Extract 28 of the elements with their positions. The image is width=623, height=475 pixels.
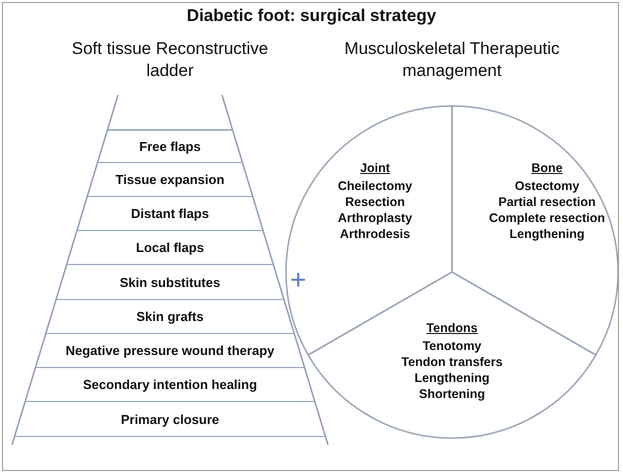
ladder-step-label: Local flaps [136, 240, 204, 255]
ladder-step-label: Secondary intention healing [82, 377, 258, 392]
treatment-item: Tendon transfers [400, 354, 504, 370]
column-heading: Soft tissue Reconstructive ladder [70, 38, 270, 82]
sector-heading: Tendons [426, 320, 478, 336]
treatment-item: Tenotomy [422, 338, 482, 354]
treatment-item: Lengthening [508, 226, 586, 242]
treatment-item: Ostectomy [514, 178, 580, 194]
treatment-item: Resection [344, 194, 406, 210]
ladder-step-label: Skin grafts [136, 309, 204, 324]
plus-sign: + [290, 266, 306, 294]
ladder-step-label: Negative pressure wound therapy [66, 343, 274, 358]
sector-heading: Bone [531, 160, 563, 176]
ladder-step-label: Skin substitutes [120, 274, 220, 290]
ladder-step-label: Primary closure [120, 412, 220, 426]
treatment-item: Complete resection [488, 210, 606, 226]
treatment-item: Arthrodesis [338, 226, 412, 242]
ladder-step-label: Distant flaps [130, 206, 209, 221]
sector-heading: Joint [360, 160, 390, 176]
column-heading: Musculoskeletal Therapeutic management [343, 38, 561, 82]
diagram-title: Diabetic foot: surgical strategy [186, 6, 438, 26]
ladder-step-label: Free flaps [139, 138, 201, 154]
treatment-item: Cheilectomy [336, 178, 414, 194]
treatment-item: Arthroplasty [336, 210, 414, 226]
treatment-item: Partial resection [497, 194, 597, 210]
ladder-step-label: Tissue expansion [116, 172, 224, 187]
treatment-item: Shortening [418, 386, 486, 402]
treatment-item: Lengthening [414, 370, 490, 386]
